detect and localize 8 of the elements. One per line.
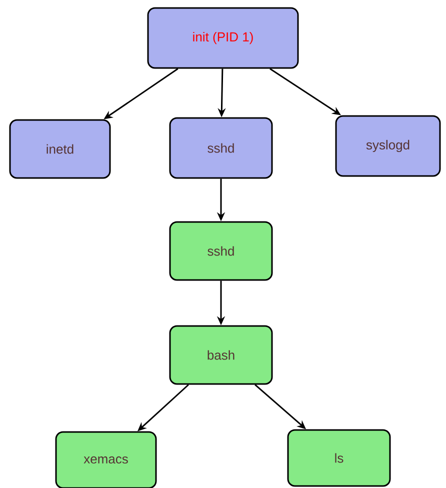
process-box: xemacs	[55, 431, 157, 488]
process-box: bash	[169, 325, 273, 385]
process-box: syslogd	[335, 115, 441, 177]
process-box: init (PID 1)	[147, 7, 299, 69]
process-box: sshd	[169, 117, 273, 179]
process-box: ls	[287, 429, 391, 487]
process-box: inetd	[9, 119, 111, 179]
process-box: sshd	[169, 221, 273, 281]
